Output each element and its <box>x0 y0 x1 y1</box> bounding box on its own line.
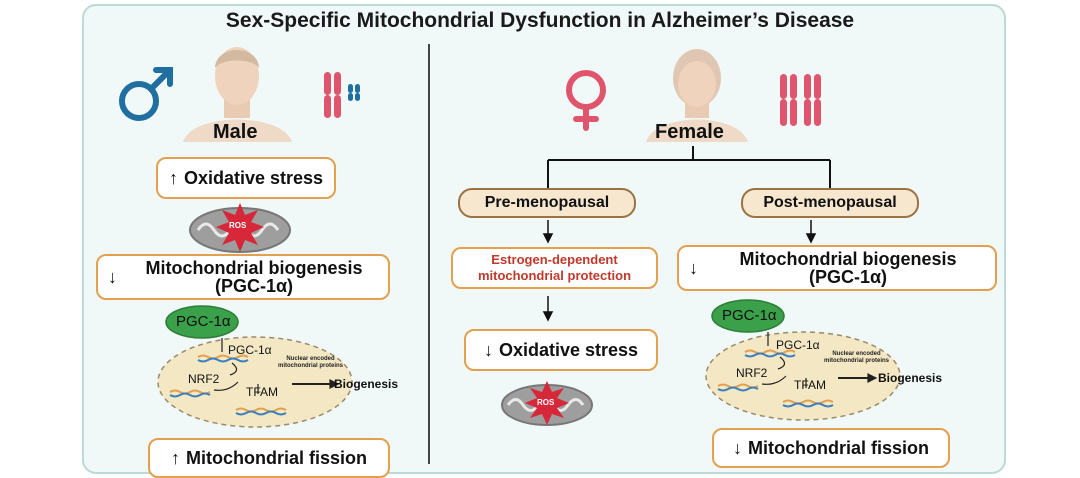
female-oxidative-stress-box: ↓ Oxidative stress <box>464 329 658 371</box>
female-dna-icon <box>717 349 834 408</box>
female-pathway-arrows <box>761 332 878 388</box>
female-avatar-icon <box>646 49 748 142</box>
male-graphics <box>119 47 901 428</box>
female-fission-text: Mitochondrial fission <box>747 438 929 458</box>
male-avatar-icon <box>183 47 292 142</box>
male-pgc-gene-label: PGC-1α <box>228 343 272 357</box>
female-nrf2-label: NRF2 <box>736 366 768 380</box>
down-arrow-icon: ↓ <box>108 267 117 287</box>
female-biogenesis-label: Biogenesis <box>878 371 943 385</box>
male-biogenesis-subtext: (PGC-1α) <box>214 276 294 296</box>
male-nucleus <box>157 336 353 428</box>
female-symbol-icon <box>566 70 606 131</box>
male-fission-text: Mitochondrial fission <box>185 448 367 468</box>
female-branch-lines <box>547 146 831 188</box>
male-mitochondrion-icon <box>189 203 291 253</box>
male-pgc-bubble <box>165 305 239 339</box>
female-tfam-label: TFAM <box>794 378 826 392</box>
male-pathway-arrows <box>213 338 340 394</box>
female-nucleus <box>705 331 901 421</box>
male-pgc-bubble-label: PGC-1α <box>176 313 231 330</box>
male-chromosome-icon <box>324 72 341 118</box>
male-biogenesis-box: ↓ Mitochondrial biogenesis (PGC-1α) <box>96 254 390 300</box>
female-ros-label: ROS <box>537 398 555 407</box>
male-biogenesis-label: Biogenesis <box>334 377 399 391</box>
male-tfam-label: TFAM <box>246 385 278 399</box>
pre-menopausal-box: Pre-menopausal <box>458 188 636 218</box>
female-biogenesis-text: Mitochondrial biogenesis <box>739 249 957 269</box>
female-biogenesis-subtext: (PGC-1α) <box>808 267 888 287</box>
female-pgc-gene-label: PGC-1α <box>776 338 820 352</box>
male-biogenesis-text: Mitochondrial biogenesis <box>145 258 363 278</box>
male-dna-icon <box>169 354 287 416</box>
male-label: Male <box>213 121 258 143</box>
female-mitochondrion-icon <box>501 381 593 426</box>
female-chromosome-icon <box>780 74 821 126</box>
down-arrow-icon: ↓ <box>483 339 493 360</box>
female-flow-arrows <box>542 220 817 322</box>
male-oxidative-stress-text: Oxidative stress <box>183 167 324 188</box>
male-nrf2-label: NRF2 <box>188 372 220 386</box>
female-oxidative-stress-text: Oxidative stress <box>498 339 639 360</box>
female-pgc-bubble-label: PGC-1α <box>722 307 777 324</box>
male-symbol-icon <box>119 67 173 121</box>
center-divider <box>428 44 430 464</box>
female-fission-box: ↓ Mitochondrial fission <box>712 428 950 468</box>
male-ros-label: ROS <box>229 221 247 230</box>
male-y-chromosome-icon <box>348 84 360 101</box>
page-title: Sex-Specific Mitochondrial Dysfunction i… <box>225 9 855 32</box>
up-arrow-icon: ↑ <box>170 448 180 468</box>
up-arrow-icon: ↑ <box>168 167 178 188</box>
female-label: Female <box>655 121 724 143</box>
post-menopausal-box: Post-menopausal <box>741 188 919 218</box>
down-arrow-icon: ↓ <box>732 438 742 458</box>
estrogen-protection-box: Estrogen-dependent mitochondrial protect… <box>451 247 658 289</box>
female-biogenesis-box: ↓ Mitochondrial biogenesis (PGC-1α) <box>677 245 997 291</box>
male-oxidative-stress-box: ↑ Oxidative stress <box>156 157 336 199</box>
female-pgc-bubble <box>711 299 785 333</box>
estrogen-text-line2: mitochondrial protection <box>477 268 632 283</box>
down-arrow-icon: ↓ <box>689 258 698 278</box>
estrogen-text-line1: Estrogen-dependent <box>491 252 618 267</box>
male-fission-box: ↑ Mitochondrial fission <box>148 438 390 478</box>
